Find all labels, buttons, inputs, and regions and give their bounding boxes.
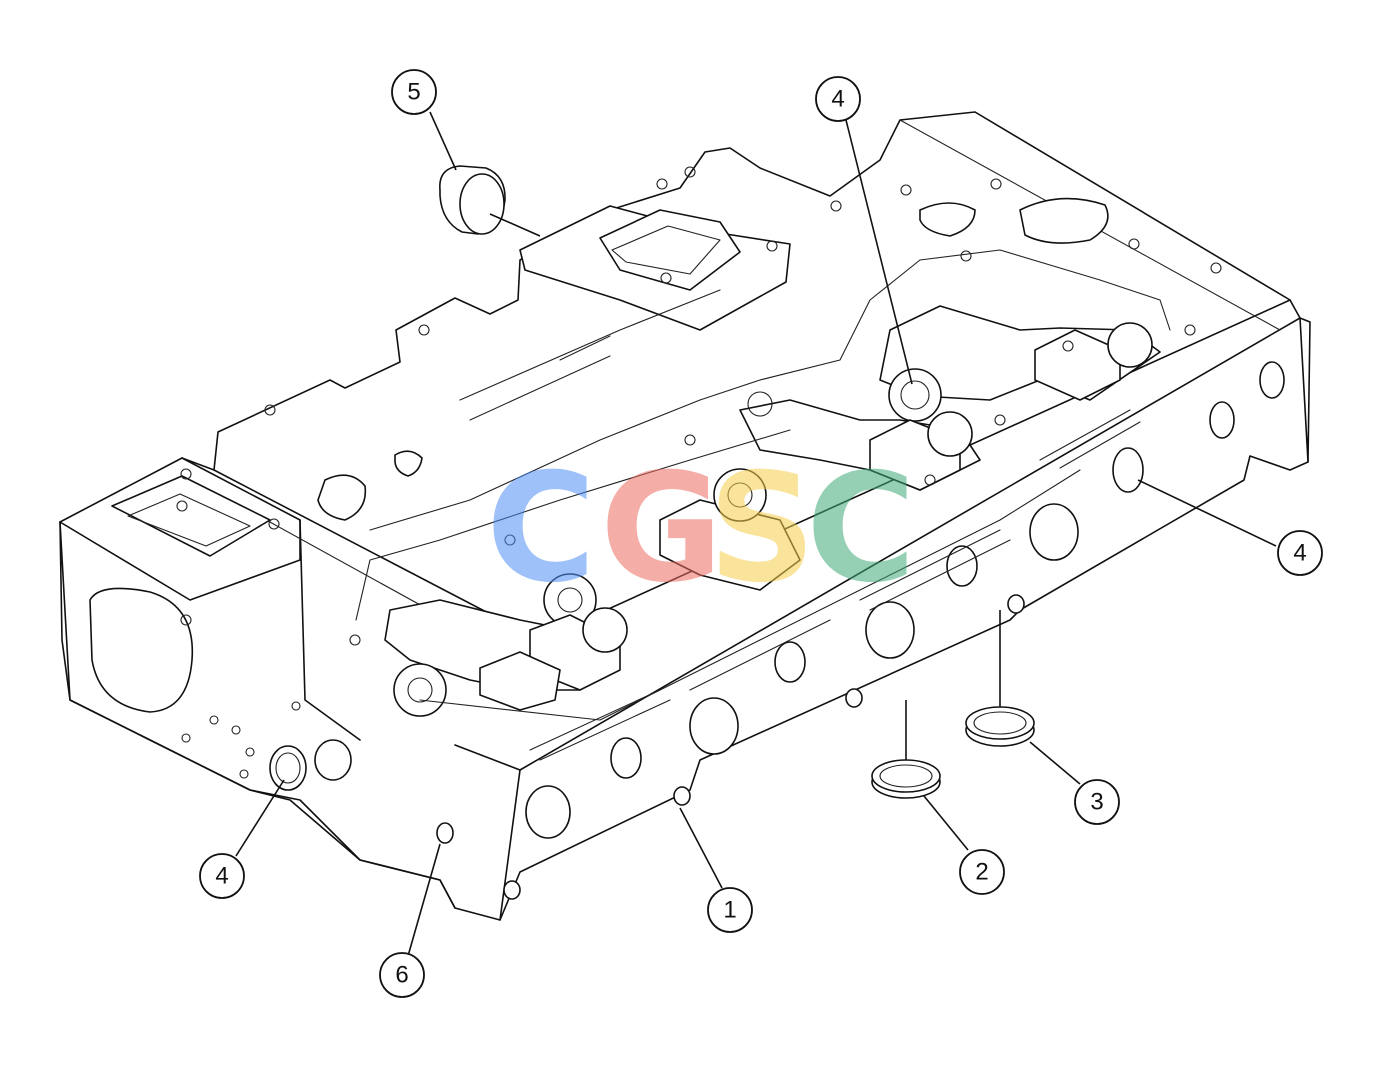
deck-gasket-outlines xyxy=(355,249,1171,761)
callout-4-side: 4 xyxy=(1277,530,1323,576)
side-port-bores xyxy=(503,361,1285,900)
watermark-letter-2: G xyxy=(600,442,723,616)
deck-bolt-holes xyxy=(176,166,1222,646)
watermark-letter-1: C xyxy=(486,442,596,616)
front-face-holes xyxy=(181,701,454,844)
leader-lines xyxy=(235,119,1277,957)
callout-6-label: 6 xyxy=(395,962,408,989)
callout-2-label: 2 xyxy=(975,859,988,886)
callout-5-label: 5 xyxy=(407,79,420,106)
callout-5: 5 xyxy=(391,69,437,115)
callout-3-label: 3 xyxy=(1090,789,1103,816)
callout-1-label: 1 xyxy=(723,897,736,924)
front-port xyxy=(89,475,271,713)
part-3-seal xyxy=(965,610,1035,747)
callout-4-top-label: 4 xyxy=(831,86,844,113)
part-2-seal xyxy=(871,700,941,799)
callout-1: 1 xyxy=(707,887,753,933)
callout-4-front: 4 xyxy=(199,853,245,899)
callout-3: 3 xyxy=(1074,779,1120,825)
part-5-plug xyxy=(429,111,541,237)
callout-2: 2 xyxy=(959,849,1005,895)
callout-6: 6 xyxy=(379,952,425,998)
spring-pockets xyxy=(317,197,1109,521)
rocker-clusters xyxy=(384,305,1161,717)
watermark-letter-3: S xyxy=(708,442,816,616)
watermark: C G S C xyxy=(486,442,916,616)
callout-4-top: 4 xyxy=(815,76,861,122)
callout-4-front-label: 4 xyxy=(215,863,228,890)
watermark-letter-4: C xyxy=(806,442,916,616)
intake-flange xyxy=(519,205,791,331)
callout-4-side-label: 4 xyxy=(1293,540,1306,567)
